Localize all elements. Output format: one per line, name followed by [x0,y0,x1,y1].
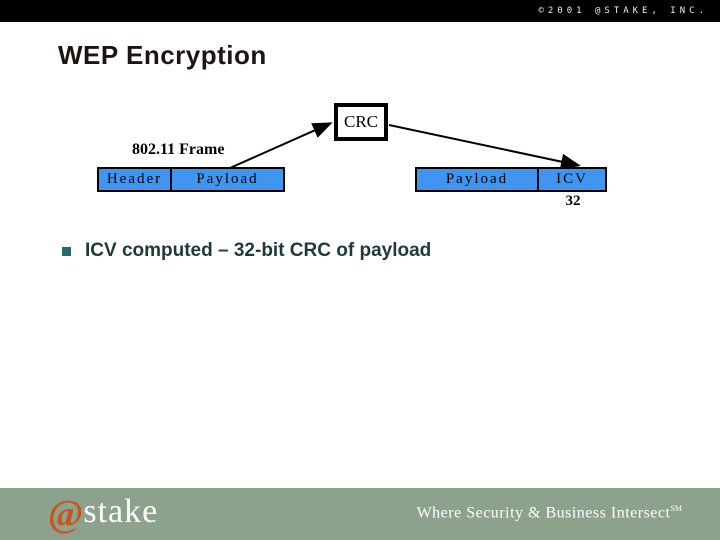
crc-box-label: CRC [343,112,379,131]
tagline-sm-mark: SM [670,504,682,513]
icv-cell: ICV [537,169,605,190]
payload-cell: Payload [170,169,283,190]
icv-bit-width: 32 [565,193,581,209]
header-cell: Header [106,171,163,187]
arrow-payload-to-crc [229,122,333,169]
plaintext-frame-bar: Header Payload [97,167,285,192]
payload-cell-right: Payload [445,171,509,187]
bullet-square-icon [62,247,71,256]
crc-box: CRC [334,103,388,141]
bullet-item: ICV computed – 32-bit CRC of payload [62,240,431,262]
slide-title: WEP Encryption [58,40,267,70]
bullet-text: ICV computed – 32-bit CRC of payload [85,240,432,261]
footer-tagline: Where Security & Business IntersectSM [417,504,682,522]
copyright-text: ©2001 @STAKE, INC. [538,6,708,16]
footer-bar: @stake Where Security & Business Interse… [0,488,720,540]
tagline-text: Where Security & Business Intersect [416,504,671,522]
result-frame-bar: Payload ICV [415,167,607,192]
top-copyright-bar: ©2001 @STAKE, INC. [0,0,720,22]
frame-802-11-label: 802.11 Frame [132,141,225,158]
arrow-crc-to-icv [388,124,581,170]
atstake-at-glyph: @ [48,493,84,535]
atstake-logo: @stake [48,492,158,536]
atstake-wordmark: stake [83,493,159,530]
